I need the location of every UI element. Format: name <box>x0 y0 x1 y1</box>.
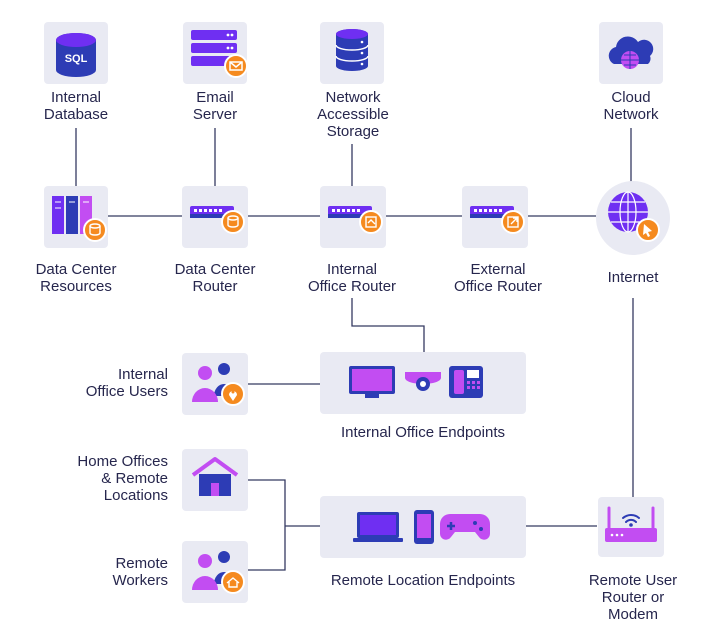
users-home-icon <box>192 551 245 594</box>
label-internal-database: Internal Database <box>43 89 109 123</box>
globe-icon <box>608 191 660 242</box>
label-internal-office-router: Internal Office Router <box>307 261 397 295</box>
label-cloud-network: Cloud Network <box>603 89 659 123</box>
label-data-center-router: Data Center Router <box>174 261 256 295</box>
server-rack-icon <box>52 196 107 242</box>
sql-database-icon: SQL <box>56 33 96 77</box>
label-remote-location-endpoints: Remote Location Endpoints <box>330 572 516 589</box>
remote-devices-icon <box>353 510 490 544</box>
label-home-offices: Home Offices & Remote Locations <box>77 453 168 504</box>
wifi-modem-icon <box>605 506 657 542</box>
label-data-center-resources: Data Center Resources <box>35 261 117 295</box>
label-internal-office-users: Internal Office Users <box>85 366 168 400</box>
label-remote-workers: Remote Workers <box>112 555 168 589</box>
svg-text:SQL: SQL <box>65 53 88 65</box>
router-icon <box>190 206 245 234</box>
router-icon <box>470 206 525 234</box>
label-remote-user-router: Remote User Router or Modem <box>588 572 678 623</box>
label-email-server: Email Server <box>192 89 238 123</box>
email-server-icon <box>191 30 248 78</box>
label-internet: Internet <box>607 269 659 286</box>
connector-officerouter-to-endpoints <box>351 298 425 352</box>
users-location-icon <box>192 363 245 406</box>
office-devices-icon <box>349 366 483 398</box>
label-external-office-router: External Office Router <box>453 261 543 295</box>
label-internal-office-endpoints: Internal Office Endpoints <box>341 424 505 441</box>
label-network-storage: Network Accessible Storage <box>317 89 389 140</box>
storage-icon <box>335 29 369 71</box>
connectors <box>75 128 634 571</box>
router-icon <box>328 206 383 234</box>
connector-home-to-hub <box>248 479 286 571</box>
house-icon <box>191 457 239 496</box>
cloud-network-icon <box>608 36 654 69</box>
